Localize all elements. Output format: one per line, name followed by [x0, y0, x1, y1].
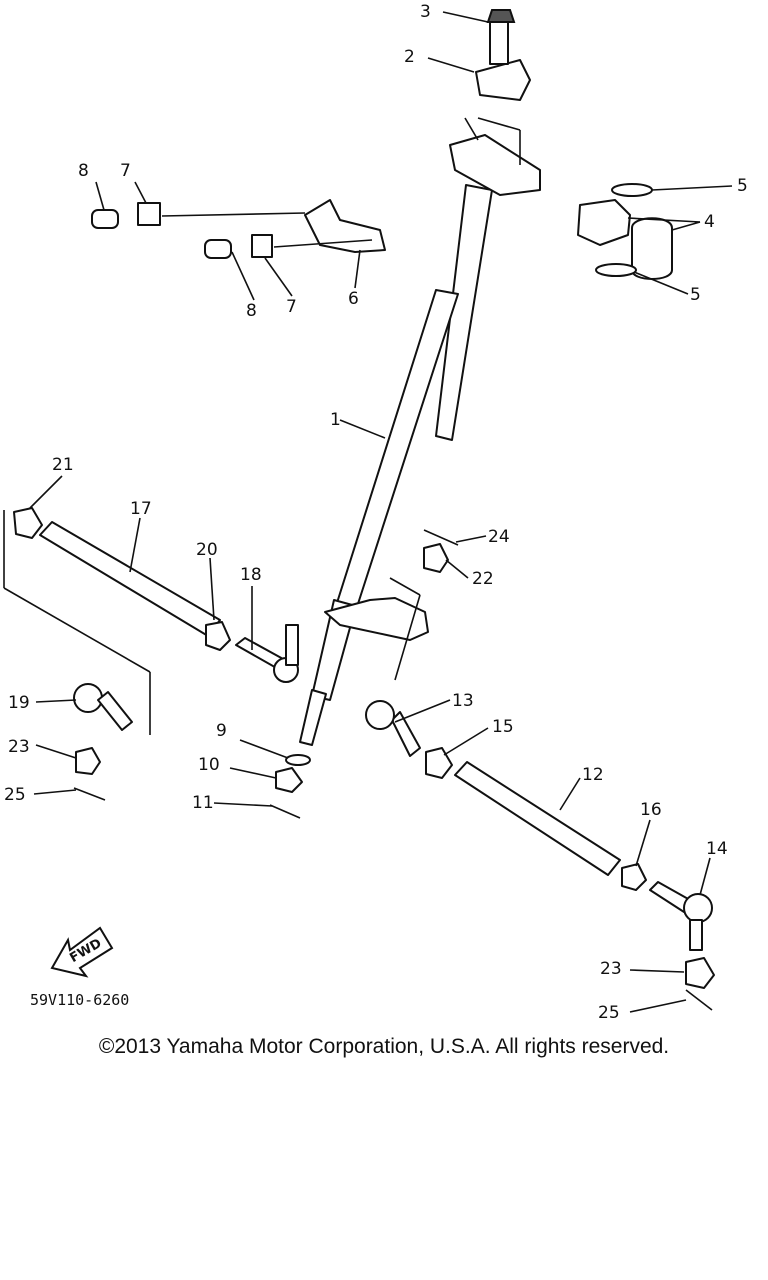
callout-18: 18: [240, 565, 262, 585]
callout-4: 4: [704, 212, 715, 232]
fwd-arrow-icon: FWD: [50, 926, 114, 978]
callout-10: 10: [198, 755, 220, 775]
right-tie-rod: [365, 700, 715, 989]
callout-5-bottom: 5: [690, 285, 701, 305]
callout-8-top: 8: [78, 161, 89, 181]
left-tie-rod: [3, 507, 299, 775]
callout-15: 15: [492, 717, 514, 737]
callout-23-left: 23: [8, 737, 30, 757]
callout-1: 1: [330, 410, 341, 430]
shaft-hardware: [73, 529, 713, 1011]
callout-23-right: 23: [600, 959, 622, 979]
callout-20: 20: [196, 540, 218, 560]
callout-19: 19: [8, 693, 30, 713]
callout-25-left: 25: [4, 785, 26, 805]
callout-7-bottom: 7: [286, 297, 297, 317]
drawing-code: 59V110-6260: [30, 991, 129, 1009]
callout-7-top: 7: [120, 161, 131, 181]
callout-6: 6: [348, 289, 359, 309]
callout-13: 13: [452, 691, 474, 711]
callout-22: 22: [472, 569, 494, 589]
parts-diagram: 3 2 5 4 5 6 8 7 8 7 1 21 17 20 18 24 22 …: [3, 2, 748, 1023]
callout-16: 16: [640, 800, 662, 820]
callout-17: 17: [130, 499, 152, 519]
callout-8-bottom: 8: [246, 301, 257, 321]
callout-21: 21: [52, 455, 74, 475]
callout-11: 11: [192, 793, 214, 813]
pitman-arm: [324, 577, 429, 681]
callout-14: 14: [706, 839, 728, 859]
callout-3: 3: [420, 2, 431, 22]
callout-12: 12: [582, 765, 604, 785]
callout-24: 24: [488, 527, 510, 547]
callout-25-right: 25: [598, 1003, 620, 1023]
bushing-set: [577, 183, 673, 280]
column-holder: [91, 199, 386, 259]
callout-9: 9: [216, 721, 227, 741]
shaft-top-bracket: [449, 9, 541, 196]
copyright-notice: ©2013 Yamaha Motor Corporation, U.S.A. A…: [98, 1035, 670, 1058]
callout-2: 2: [404, 47, 415, 67]
steering-shaft: [299, 184, 493, 746]
callout-5-top: 5: [737, 176, 748, 196]
callout-labels: 3 2 5 4 5 6 8 7 8 7 1 21 17 20 18 24 22 …: [4, 2, 748, 1023]
leader-lines: [29, 11, 733, 1013]
